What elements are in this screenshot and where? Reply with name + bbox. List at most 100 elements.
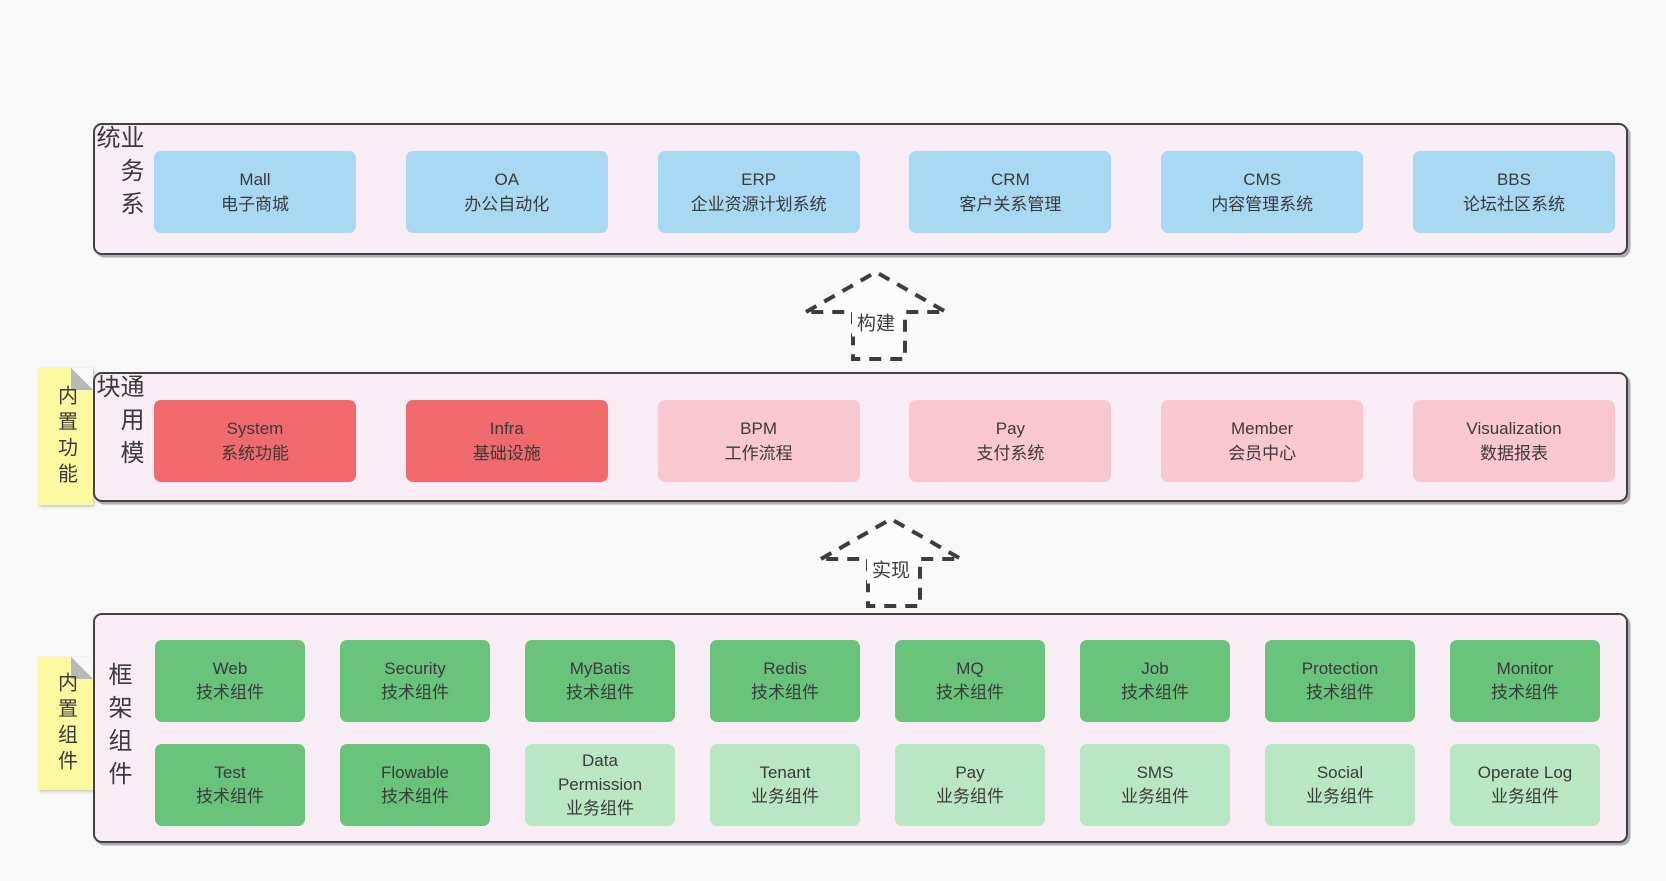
module-desc: 技术组件 [381, 683, 449, 702]
module-desc: 技术组件 [751, 683, 819, 702]
module-name: Security [384, 659, 446, 678]
module-desc: 技术组件 [566, 683, 634, 702]
band-label-wrap: 业务系统 [92, 125, 143, 253]
module-box-infra: Infra 基础设施 [405, 400, 608, 482]
module-desc: 电子商城 [221, 195, 289, 214]
module-box-redis: Redis 技术组件 [710, 640, 860, 722]
module-box-monitor: Monitor 技术组件 [1450, 640, 1600, 722]
module-name: Pay [995, 419, 1026, 438]
band-label-business-systems: 业务系统 [92, 125, 143, 224]
module-desc: 基础设施 [472, 444, 541, 463]
module-name: Protection [1301, 659, 1379, 678]
module-desc: 办公自动化 [464, 195, 550, 214]
module-desc: 技术组件 [936, 683, 1004, 702]
module-name: Pay [955, 763, 985, 782]
module-desc: 客户关系管理 [959, 195, 1062, 214]
module-desc: 工作流程 [724, 444, 793, 463]
module-box-protection: Protection 技术组件 [1265, 640, 1415, 722]
module-name: OA [494, 170, 520, 189]
sticky-note-text: 内置组件 [54, 671, 77, 776]
module-name: Infra [489, 419, 524, 438]
module-box-bpm: BPM 工作流程 [657, 400, 860, 482]
module-name: CRM [991, 170, 1030, 189]
module-name: Operate Log [1477, 763, 1573, 782]
module-name: Web [212, 659, 248, 678]
folded-corner-icon [71, 368, 93, 390]
module-desc: 技术组件 [1491, 683, 1559, 702]
module-name: Member [1231, 419, 1294, 438]
band-business-systems: 业务系统 Mall 电子商城 OA 办公自动化 ERP 企业资源计划系统 CRM 客户关系管理… [92, 123, 1628, 255]
module-name: Job [1141, 659, 1169, 678]
module-name: Data Permission [557, 751, 643, 794]
module-desc: 论坛社区系统 [1462, 195, 1565, 214]
module-desc: 系统功能 [221, 444, 289, 463]
module-box-oa: OA 办公自动化 [405, 151, 608, 233]
module-box-test: Test 技术组件 [155, 744, 305, 826]
module-name: Monitor [1496, 659, 1554, 678]
module-name: MQ [956, 659, 984, 678]
module-name: Tenant [759, 763, 811, 782]
module-box-pay: Pay 支付系统 [909, 400, 1112, 482]
module-desc: 技术组件 [381, 787, 449, 806]
module-desc: 企业资源计划系统 [690, 195, 827, 214]
module-box-crm: CRM 客户关系管理 [909, 151, 1112, 233]
module-box-mybatis: MyBatis 技术组件 [525, 640, 675, 722]
module-box-member: Member 会员中心 [1161, 400, 1364, 482]
module-desc: 支付系统 [976, 444, 1045, 463]
module-box-erp: ERP 企业资源计划系统 [657, 151, 860, 233]
module-desc: 技术组件 [1121, 683, 1189, 702]
module-desc: 业务组件 [1121, 787, 1189, 806]
module-box-sms: SMS 业务组件 [1080, 744, 1230, 826]
band-label-framework-components: 框架组件 [104, 662, 131, 794]
module-box-cms: CMS 内容管理系统 [1161, 151, 1364, 233]
module-box-system: System 系统功能 [154, 400, 356, 482]
module-box-bbs: BBS 论坛社区系统 [1412, 151, 1615, 233]
module-name: ERP [741, 170, 777, 189]
module-desc: 技术组件 [196, 787, 264, 806]
band-common-modules: 通用模块 System 系统功能 Infra 基础设施 BPM 工作流程 Pay 支付系统 Me… [92, 372, 1628, 502]
module-name: MyBatis [569, 659, 631, 678]
module-name: BBS [1496, 170, 1531, 189]
implement-arrow-label: 实现 [866, 554, 916, 584]
module-desc: 业务组件 [751, 787, 819, 806]
module-box-security: Security 技术组件 [340, 640, 490, 722]
sticky-note-built-in-components: 内置组件 [38, 657, 93, 790]
module-box-social: Social 业务组件 [1265, 744, 1415, 826]
folded-corner-icon [71, 657, 93, 679]
module-box-flowable: Flowable 技术组件 [340, 744, 490, 826]
module-desc: 业务组件 [566, 799, 634, 818]
module-desc: 数据报表 [1479, 444, 1548, 463]
module-name: System [226, 419, 284, 438]
sticky-note-built-in-features: 内置功能 [38, 368, 93, 505]
module-name: Visualization [1466, 419, 1562, 438]
band-label-wrap: 框架组件 [95, 615, 139, 841]
module-desc: 业务组件 [1491, 787, 1559, 806]
module-desc: 技术组件 [1306, 683, 1374, 702]
module-name: CMS [1243, 170, 1282, 189]
box-row: Mall 电子商城 OA 办公自动化 ERP 企业资源计划系统 CRM 客户关系管理 CMS 内容… [154, 151, 1615, 233]
module-box-job: Job 技术组件 [1080, 640, 1230, 722]
band-label-wrap: 通用模块 [92, 374, 143, 500]
module-name: Test [214, 763, 246, 782]
module-desc: 会员中心 [1228, 444, 1297, 463]
module-name: Mall [239, 170, 271, 189]
module-name: Social [1316, 763, 1364, 782]
module-box-operate-log: Operate Log 业务组件 [1450, 744, 1600, 826]
module-name: Flowable [380, 763, 450, 782]
box-row: System 系统功能 Infra 基础设施 BPM 工作流程 Pay 支付系统 Member 会… [154, 400, 1615, 482]
module-box-mq: MQ 技术组件 [895, 640, 1045, 722]
module-desc: 内容管理系统 [1211, 195, 1314, 214]
module-box-tenant: Tenant 业务组件 [710, 744, 860, 826]
module-name: SMS [1136, 763, 1174, 782]
module-desc: 业务组件 [1306, 787, 1374, 806]
band-label-common-modules: 通用模块 [92, 374, 143, 473]
module-name: BPM [740, 419, 778, 438]
module-box-data-permission: Data Permission 业务组件 [525, 744, 675, 826]
module-name: Redis [763, 659, 807, 678]
